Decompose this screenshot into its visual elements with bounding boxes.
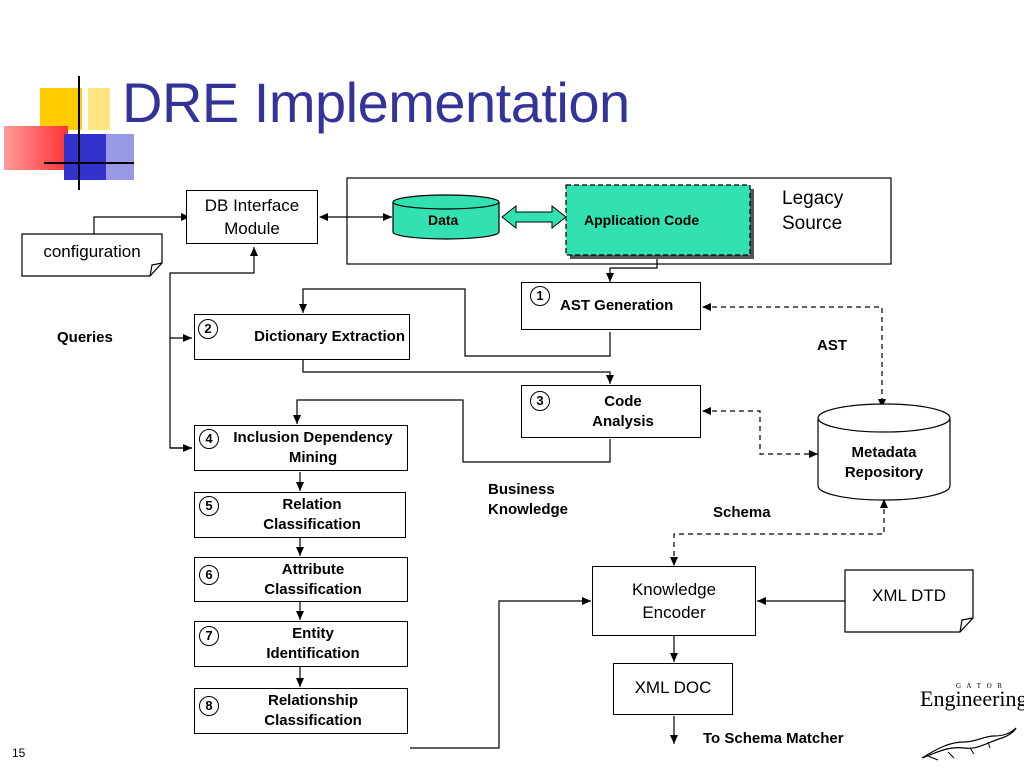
step-1-number: 1 bbox=[530, 286, 550, 306]
logo-engineering-text: Engineering bbox=[920, 686, 1024, 711]
data-cylinder bbox=[392, 194, 500, 240]
corner-decoration bbox=[0, 0, 140, 200]
step-4-box[interactable]: Inclusion Dependency Mining bbox=[194, 425, 408, 471]
queries-label: Queries bbox=[57, 329, 113, 346]
step-8-label: Relationship Classification bbox=[264, 692, 362, 729]
step-3-number: 3 bbox=[530, 391, 550, 411]
xml-dtd-doc[interactable]: XML DTD bbox=[872, 585, 946, 605]
step-5-box[interactable]: Relation Classification bbox=[194, 492, 406, 538]
step-5-label: Relation Classification bbox=[263, 496, 361, 533]
to-schema-matcher-label: To Schema Matcher bbox=[703, 730, 844, 747]
step-5-number: 5 bbox=[199, 496, 219, 516]
db-interface-module[interactable]: DB Interface Module bbox=[186, 190, 318, 244]
metadata-repository-label: Metadata Repository bbox=[844, 444, 924, 481]
step-6-box[interactable]: Attribute Classification bbox=[194, 557, 408, 602]
legacy-source-label: Legacy Source bbox=[782, 188, 844, 234]
configuration-doc[interactable]: configuration bbox=[43, 241, 141, 261]
step-8-box[interactable]: Relationship Classification bbox=[194, 688, 408, 734]
application-code-label: Application Code bbox=[584, 212, 700, 228]
step-7-label: Entity Identification bbox=[266, 625, 360, 662]
step-2-number: 2 bbox=[198, 319, 218, 339]
step-6-label: Attribute Classification bbox=[264, 560, 362, 598]
metadata-cylinder bbox=[817, 403, 951, 501]
step-8-number: 8 bbox=[199, 696, 219, 716]
step-3-label: Code Analysis bbox=[592, 392, 654, 430]
step-6-number: 6 bbox=[199, 565, 219, 585]
step-3-box[interactable]: Code Analysis bbox=[521, 385, 701, 438]
step-7-number: 7 bbox=[199, 626, 219, 646]
ast-label: AST bbox=[817, 337, 847, 354]
business-knowledge-label: Business Knowledge bbox=[488, 481, 569, 518]
step-4-number: 4 bbox=[199, 429, 219, 449]
step-2-label: Dictionary Extraction bbox=[254, 328, 405, 345]
step-2-box[interactable]: Dictionary Extraction bbox=[194, 314, 410, 360]
slide-title: DRE Implementation bbox=[122, 71, 630, 134]
logo-gator-text: G A T O R bbox=[956, 682, 1005, 690]
step-1-label: AST Generation bbox=[560, 297, 674, 314]
gator-icon bbox=[921, 727, 1017, 761]
page-number: 15 bbox=[12, 746, 26, 760]
gator-engineering-logo: G A T O R Engineering bbox=[918, 682, 1024, 766]
knowledge-encoder-box[interactable]: Knowledge Encoder bbox=[592, 566, 756, 636]
step-7-box[interactable]: Entity Identification bbox=[194, 621, 408, 667]
step-1-box[interactable]: AST Generation bbox=[521, 282, 701, 330]
schema-label: Schema bbox=[713, 504, 771, 521]
step-4-label: Inclusion Dependency Mining bbox=[233, 429, 393, 466]
data-label: Data bbox=[428, 212, 459, 228]
xml-doc-box[interactable]: XML DOC bbox=[613, 663, 733, 715]
